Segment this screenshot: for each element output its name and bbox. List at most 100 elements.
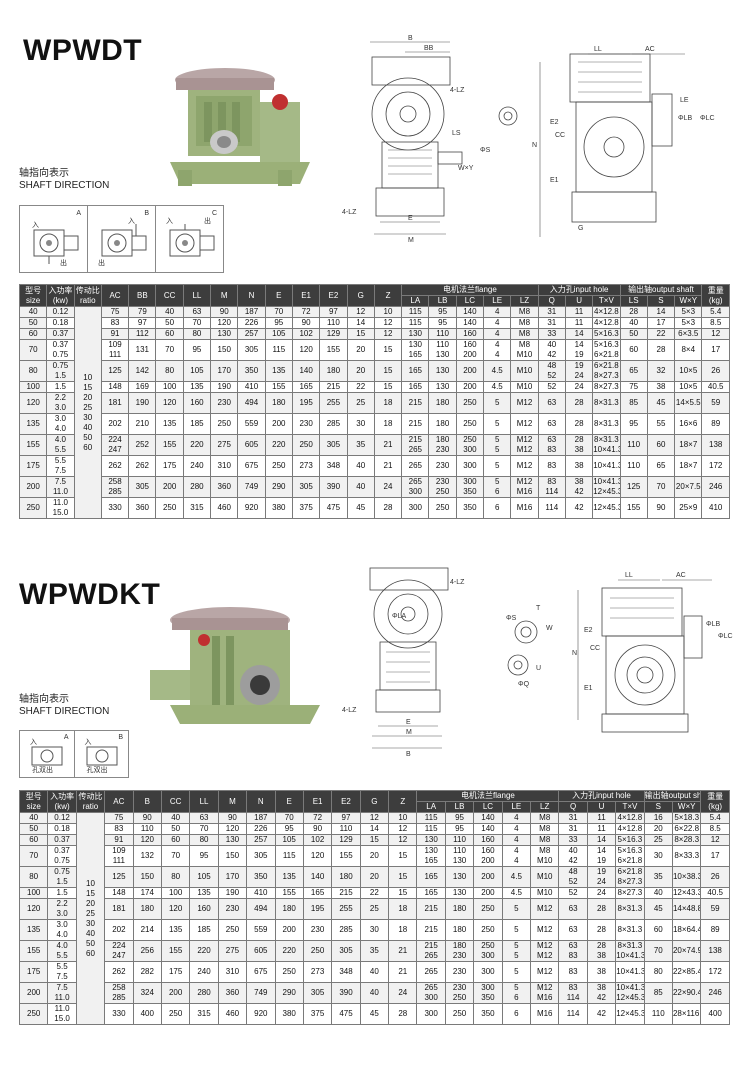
cell-input: 11 <box>586 823 617 835</box>
cell-dimension: 494 <box>237 392 266 414</box>
cell-model: 100 <box>18 381 48 393</box>
flange-value: 5 <box>494 419 500 428</box>
flange-value: 160 <box>481 835 495 845</box>
cell-dimension: 70 <box>182 317 212 329</box>
cell-dimension: 257 <box>237 328 266 340</box>
cell-flange: 5 <box>483 455 512 477</box>
cell-dimension: 12 <box>388 834 418 846</box>
cell-dimension: 230 <box>302 919 333 941</box>
cell-flange: 4 <box>483 328 512 340</box>
flange-value: 95 <box>455 813 464 823</box>
flange-value: M8 <box>518 307 531 317</box>
cell-output: 18×64.4 <box>671 919 702 941</box>
cell-dimension: 70 <box>160 845 191 867</box>
cell-dimension: 105 <box>189 866 219 888</box>
cell-model: 40 <box>18 812 49 824</box>
output-mark: 孔双出 <box>86 767 108 774</box>
cell-dimension: 375 <box>291 497 321 519</box>
cell-dimension: 215 <box>319 381 348 393</box>
flange-value: 200 <box>463 366 477 375</box>
cell-flange: 250 <box>455 413 485 435</box>
input-value: 10×41.3 <box>616 983 645 993</box>
flange-value: 115 <box>408 307 422 317</box>
power-value: 11.0 <box>52 498 68 508</box>
ratio-value: 50 <box>83 432 93 442</box>
cell-flange: 140 <box>473 823 503 835</box>
cell-dimension: 310 <box>217 961 248 983</box>
cell-dimension: 90 <box>217 812 248 824</box>
cell-flange: 200 <box>473 887 503 899</box>
cell-input: 38 <box>564 455 594 477</box>
header-dimension: Z <box>373 284 403 307</box>
ratio-value: 60 <box>86 948 95 958</box>
flange-value: 250 <box>435 503 450 512</box>
flange-value: 265 <box>424 951 438 960</box>
cell-model: 155 <box>18 434 48 456</box>
power-value: 0.37 <box>54 846 70 856</box>
header-dimension: AC <box>104 790 134 813</box>
power-value: 0.18 <box>54 824 70 834</box>
cell-weight: 89 <box>701 413 730 435</box>
cell-dimension: 390 <box>331 982 361 1004</box>
flange-value: 165 <box>408 350 422 359</box>
cell-dimension: 305 <box>128 476 157 498</box>
cell-dimension: 129 <box>319 328 348 340</box>
input-value: 5×16.3 <box>617 835 643 845</box>
dim-label: W×Y <box>458 165 474 172</box>
cell-dimension: 181 <box>104 898 134 920</box>
power-value: 5.5 <box>54 445 66 454</box>
flange-value: 165 <box>408 366 422 375</box>
header-flange-col: LE <box>483 295 512 307</box>
flange-value: 300 <box>408 487 422 496</box>
input-value: 42 <box>574 487 584 496</box>
header-dimension: E2 <box>331 790 361 813</box>
cell-flange: 250 <box>473 919 503 941</box>
flange-value: 130 <box>452 872 467 881</box>
input-value: 4×12.8 <box>617 824 643 834</box>
cell-dimension: 605 <box>237 434 266 456</box>
section-title-wpwdt: WPWDT <box>23 34 143 67</box>
cell-dimension: 25 <box>346 392 375 414</box>
input-mark: 入 <box>166 218 173 225</box>
cell-dimension: 95 <box>182 339 212 361</box>
cell-dimension: 305 <box>319 434 348 456</box>
cell-dimension: 18 <box>388 919 418 941</box>
cell-flange: M12 <box>510 392 539 414</box>
cell-model: 70 <box>18 845 49 867</box>
cell-flange: 4.5 <box>501 866 532 888</box>
cell-output: 18×7 <box>674 455 703 477</box>
input-value: 14 <box>597 846 606 856</box>
input-value: 28 <box>574 435 584 445</box>
flange-value: 4 <box>494 307 500 317</box>
header-dimension: CC <box>155 284 184 307</box>
cell-dimension: 275 <box>217 940 248 962</box>
cell-output: 110 <box>619 434 648 456</box>
cell-output: 155 <box>619 497 648 519</box>
cell-output: 80 <box>643 961 673 983</box>
header-flange-col: LA <box>416 801 446 813</box>
cell-flange: M8 <box>510 328 539 340</box>
cell-dimension: 185 <box>189 919 219 941</box>
ratio-value: 30 <box>86 918 95 928</box>
cell-output: 65 <box>619 360 648 382</box>
cell-input: 14 <box>586 834 617 846</box>
cell-output: 60 <box>643 919 673 941</box>
dimension-value: 258 <box>108 477 122 487</box>
cell-flange: 250 <box>473 898 503 920</box>
cell-dimension: 315 <box>182 497 212 519</box>
cell-input: 10×41.3 <box>592 455 621 477</box>
flange-value: 300 <box>463 477 477 487</box>
flange-value: 200 <box>481 872 495 881</box>
cell-input: 83 <box>537 455 566 477</box>
